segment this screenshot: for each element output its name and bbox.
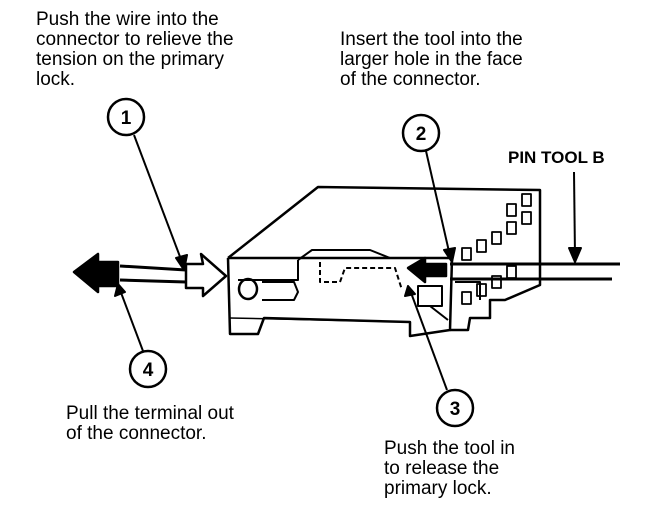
connector	[226, 185, 542, 338]
pin-tool-label: PIN TOOL B	[508, 148, 605, 167]
callout-text-4: Pull the terminal out of the connector.	[66, 403, 234, 444]
leader-lines	[114, 134, 582, 391]
callout-number-1: 1	[121, 108, 132, 129]
push-wire-arrow-icon	[184, 252, 228, 298]
callout-text-2: Insert the tool into the larger hole in …	[340, 29, 523, 90]
pin-tool	[406, 256, 620, 284]
callout-circle-3	[435, 388, 475, 428]
callout-number-4: 4	[143, 360, 154, 381]
wire	[72, 252, 228, 298]
callout-text-1: Push the wire into the connector to reli…	[36, 9, 234, 90]
callout-circles	[106, 97, 475, 428]
pull-terminal-arrow-icon	[72, 252, 120, 294]
callout-number-3: 3	[450, 399, 461, 420]
callout-text-3: Push the tool in to release the primary …	[384, 438, 515, 499]
callout-circle-2	[401, 113, 441, 153]
callout-circle-1	[106, 97, 146, 137]
push-tool-arrow-icon	[406, 256, 448, 284]
callout-circle-4	[128, 349, 168, 389]
callout-number-2: 2	[416, 124, 427, 145]
